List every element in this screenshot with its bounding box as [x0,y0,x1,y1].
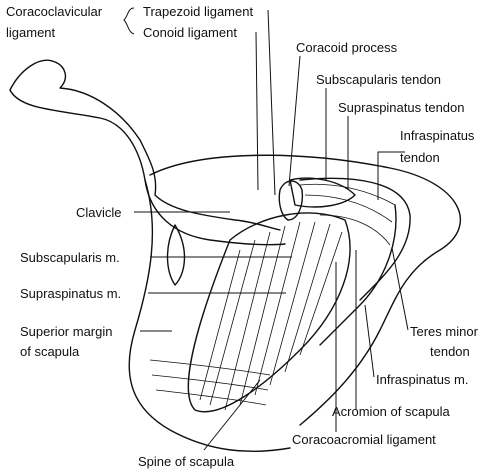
label-supraspinatus-m: Supraspinatus m. [20,286,121,301]
head-inner-outline [299,177,411,301]
label-teres-minor-line1: Teres minor [410,324,479,339]
label-coracoid-process: Coracoid process [296,40,398,55]
label-conoid-ligament: Conoid ligament [143,25,237,40]
humeral-head-outline [149,154,461,426]
label-infraspinatus-tendon-line1: Infraspinatus [400,128,475,143]
supraspinatus-muscle [187,212,351,413]
label-trapezoid-ligament: Trapezoid ligament [143,4,253,19]
leader-lines [123,7,409,451]
label-spine-of-scapula: Spine of scapula [138,454,235,469]
scapula-outline [128,179,291,453]
scapula-inner [166,224,186,286]
muscle-fibers [199,221,343,411]
label-coracoacromial-ligament: Coracoacromial ligament [292,432,436,447]
label-superior-margin-line2: of scapula [20,344,80,359]
label-superior-margin-line1: Superior margin [20,324,113,339]
acromion-outline [319,204,397,346]
margin-ridges [149,359,271,406]
label-infraspinatus-m: Infraspinatus m. [376,372,469,387]
coracoid-knob [278,180,304,221]
tendon-lines [299,183,396,246]
anatomy-drawing [9,59,461,453]
label-acromion: Acromion of scapula [332,404,451,419]
labels: Coracoclavicular ligament Trapezoid liga… [6,4,479,469]
label-supraspinatus-tendon: Supraspinatus tendon [338,100,464,115]
label-subscapularis-tendon: Subscapularis tendon [316,72,441,87]
label-subscapularis-m: Subscapularis m. [20,250,120,265]
label-coracoclavicular-line2: ligament [6,25,56,40]
label-infraspinatus-tendon-line2: tendon [400,150,440,165]
clavicle-outline [9,59,281,231]
label-coracoclavicular-line1: Coracoclavicular [6,4,103,19]
label-clavicle: Clavicle [76,205,122,220]
subscapularis-band [289,177,356,208]
label-teres-minor-line2: tendon [430,344,470,359]
